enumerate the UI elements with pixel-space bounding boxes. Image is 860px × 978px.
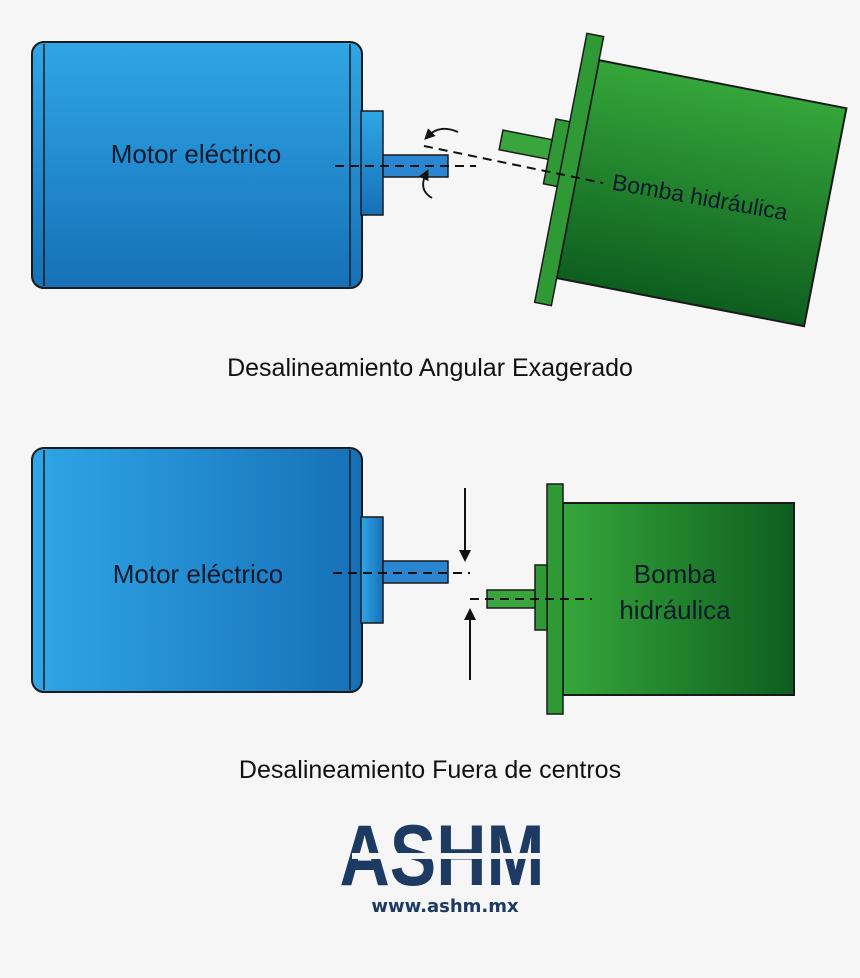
pump-body-offset xyxy=(562,502,795,696)
pump-shaft-angular xyxy=(498,129,553,161)
rotation-arrow-top xyxy=(424,127,459,140)
caption-offset: Desalineamiento Fuera de centros xyxy=(239,756,621,784)
pump-label-offset-line1: Bomba xyxy=(634,559,717,589)
pump-axis-line-angular xyxy=(423,145,604,184)
pump-shaft-offset xyxy=(486,589,536,609)
offset-diagram: Motor eléctrico Bomba hidráulica Desalin… xyxy=(31,447,795,784)
ashm-logo: ASHM www.ashm.mx xyxy=(340,808,545,917)
pump-hub-offset xyxy=(534,564,548,631)
motor-label-angular: Motor eléctrico xyxy=(111,139,282,169)
angular-diagram: Motor eléctrico Bomba hidráulica Desalin… xyxy=(31,32,848,382)
motor-flange-offset xyxy=(360,516,384,624)
logo-stripe xyxy=(352,853,542,859)
motor-flange-angular xyxy=(360,110,384,216)
pump-label-offset-line2: hidráulica xyxy=(619,595,731,625)
logo-url: www.ashm.mx xyxy=(371,896,519,917)
caption-angular: Desalineamiento Angular Exagerado xyxy=(227,354,633,382)
motor-label-offset: Motor eléctrico xyxy=(113,559,284,589)
pump-angular xyxy=(498,32,848,328)
rotation-arrow-bottom xyxy=(418,169,433,199)
